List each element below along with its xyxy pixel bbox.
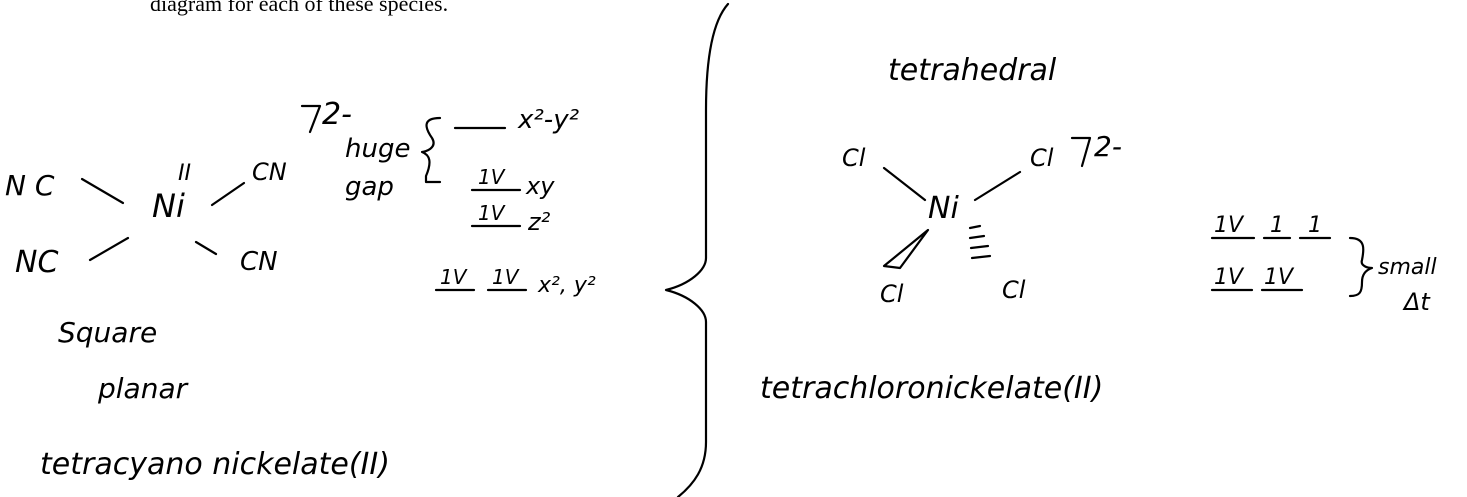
orbital-xz-yz-label: x², y² <box>537 273 596 298</box>
huge-gap-brace <box>420 116 442 184</box>
divider-brace <box>664 2 730 497</box>
gap-label-line2: gap <box>345 172 394 202</box>
ligand-cl-bottom-left: Cl <box>880 280 904 308</box>
ligand-cl-top-right: Cl <box>1030 144 1054 172</box>
name-right: tetrachloronickelate(II) <box>760 371 1103 406</box>
geometry-left-line1: Square <box>58 316 157 349</box>
geometry-left-line2: planar <box>97 372 189 405</box>
orbital-xy-electrons: 1V <box>478 165 506 189</box>
charge-bracket-right <box>1070 136 1092 168</box>
ligand-cl-top-left: Cl <box>842 144 866 172</box>
orbital-lower-electrons-2: 1V <box>1264 265 1295 290</box>
orbital-xz-electrons-a: 1V <box>440 265 468 289</box>
ligand-cn-top-right: CN <box>252 158 287 186</box>
gap-label-line1: huge <box>345 134 410 164</box>
prompt-text: diagram for each of these species. <box>150 0 449 16</box>
orbital-upper-electrons-3: 1 <box>1308 213 1322 238</box>
ligand-cn-bottom-right: CN <box>240 247 278 277</box>
small-split-brace <box>1348 236 1374 298</box>
wedge-bond <box>882 228 930 270</box>
split-label-line2: Δt <box>1402 288 1431 316</box>
bond-bottom-right <box>194 240 218 256</box>
orbital-lower-electrons-1: 1V <box>1214 265 1245 290</box>
orbital-upper-electrons-1: 1V <box>1214 213 1245 238</box>
orbital-xy-label: xy <box>525 172 555 200</box>
metal-ni-left: Ni <box>152 187 185 225</box>
bond-bottom-left <box>88 236 130 262</box>
bond-right-top-left <box>882 166 927 202</box>
metal-ni-right: Ni <box>928 191 959 226</box>
name-left: tetracyano nickelate(II) <box>40 447 390 482</box>
orbital-x2y2-label: x²-y² <box>517 105 579 135</box>
ligand-nc-bottom-left: NC <box>15 245 58 280</box>
ligand-nc-top-left: N C <box>5 169 55 202</box>
bond-top-right <box>210 181 246 207</box>
orbital-z2-electrons: 1V <box>478 201 506 225</box>
charge-bracket-left <box>300 104 322 134</box>
charge-right: 2- <box>1094 130 1122 163</box>
split-label-line1: small <box>1378 255 1437 280</box>
orbital-yz-electrons-b: 1V <box>492 265 520 289</box>
orbital-z2-label: z² <box>527 208 551 236</box>
ligand-cl-bottom-right: Cl <box>1002 276 1026 304</box>
bond-right-top-right <box>973 170 1022 202</box>
geometry-right: tetrahedral <box>888 53 1057 88</box>
orbital-upper-electrons-2: 1 <box>1270 213 1284 238</box>
charge-left: 2- <box>322 97 352 132</box>
hash-bond <box>968 224 992 260</box>
bond-top-left <box>80 177 125 205</box>
square-planar-complex: N C II Ni CN NC CN 2- huge gap x²-y² 1V … <box>5 97 596 482</box>
oxidation-state: II <box>178 161 191 186</box>
tetrahedral-complex: tetrahedral Cl Cl Ni Cl Cl 2- 1V 1 1 1V … <box>760 53 1437 406</box>
